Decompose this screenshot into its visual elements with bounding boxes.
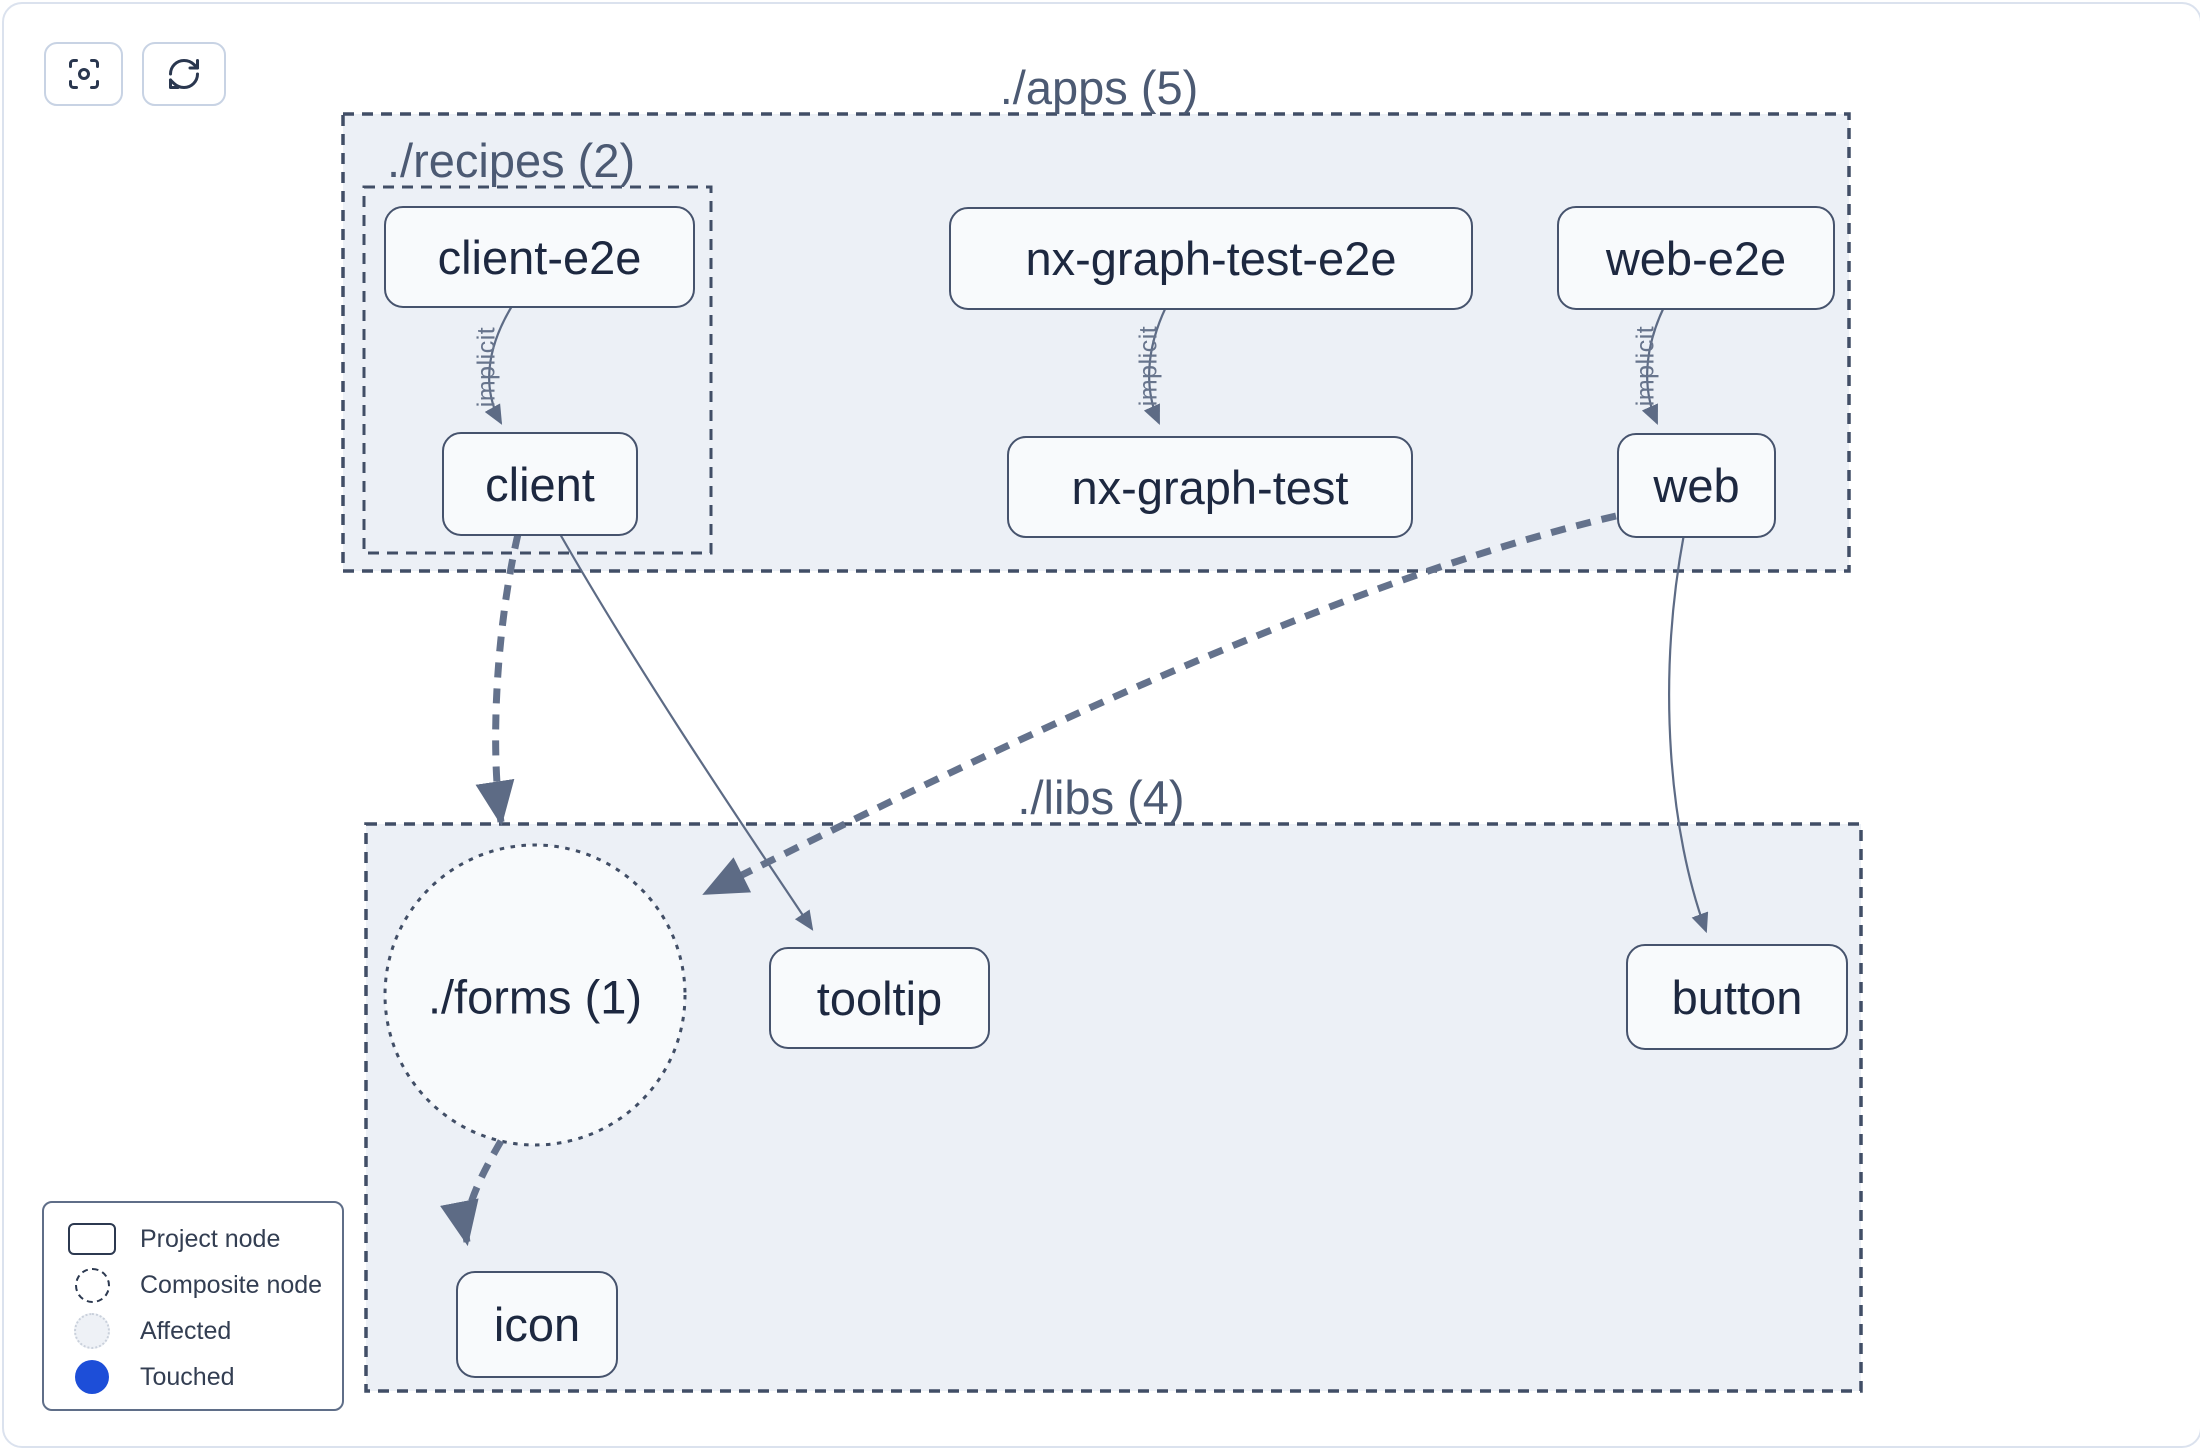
composite-node-swatch <box>44 1267 140 1303</box>
edge-client-tooltip <box>559 533 814 931</box>
focus-icon <box>68 59 99 89</box>
focus-button[interactable] <box>44 42 123 106</box>
composite-node-forms[interactable] <box>383 843 687 1147</box>
project-node-swatch <box>44 1223 140 1255</box>
composite-node-forms-label[interactable]: ./forms (1) <box>427 970 643 1024</box>
group-title-libs: ./libs (4) <box>1017 771 1185 824</box>
refresh-icon <box>169 59 199 89</box>
edge-nx-graph-test-e2e-nx-graph-test <box>1143 306 1167 426</box>
node-nx-graph-test-e2e[interactable]: nx-graph-test-e2e <box>949 207 1473 310</box>
legend-label: Affected <box>140 1316 232 1345</box>
edge-web-forms <box>702 512 1617 897</box>
node-icon[interactable]: icon <box>456 1271 618 1378</box>
edge-label-implicit: implicit <box>1134 325 1163 407</box>
edge-web-e2e-web <box>1641 306 1665 426</box>
group-title-apps: ./apps (5) <box>999 61 1199 114</box>
refresh-button[interactable] <box>142 42 226 106</box>
legend-row-affected: Affected <box>44 1308 342 1354</box>
group-title-recipes: ./recipes (2) <box>387 134 636 187</box>
legend-label: Composite node <box>140 1270 323 1299</box>
group-recipes-container <box>362 185 713 555</box>
legend-label: Project node <box>140 1224 281 1253</box>
edge-label-implicit: implicit <box>1631 325 1660 407</box>
affected-swatch <box>44 1313 140 1349</box>
legend-row-project-node: Project node <box>44 1216 342 1262</box>
legend-row-composite-node: Composite node <box>44 1262 342 1308</box>
edge-client-forms <box>475 533 522 827</box>
node-tooltip[interactable]: tooltip <box>769 947 990 1049</box>
edge-forms-icon <box>440 1139 505 1247</box>
touched-swatch <box>44 1360 140 1394</box>
edge-web-button <box>1668 533 1709 934</box>
node-button[interactable]: button <box>1626 944 1848 1050</box>
node-nx-graph-test[interactable]: nx-graph-test <box>1007 436 1413 538</box>
legend: Project node Composite node Affected Tou… <box>42 1201 344 1411</box>
legend-row-touched: Touched <box>44 1354 342 1400</box>
edge-client-e2e-client <box>484 305 513 425</box>
node-web-e2e[interactable]: web-e2e <box>1557 206 1835 310</box>
legend-label: Touched <box>140 1362 235 1391</box>
node-client[interactable]: client <box>442 432 638 536</box>
edge-label-implicit: implicit <box>472 326 501 408</box>
node-web[interactable]: web <box>1617 433 1776 538</box>
node-client-e2e[interactable]: client-e2e <box>384 206 695 308</box>
